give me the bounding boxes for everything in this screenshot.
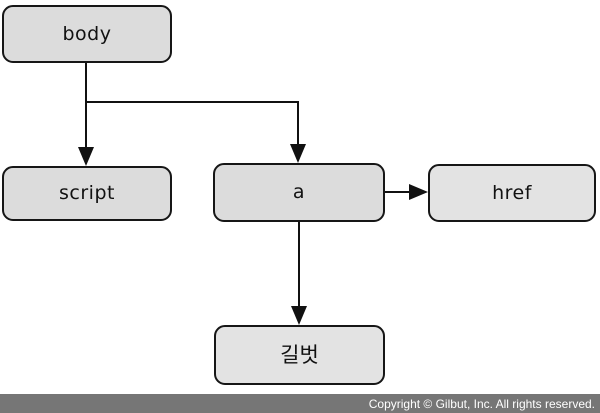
node-a[interactable]: a [213,163,385,222]
edge-body-to-a-line [297,101,299,145]
node-script-label: script [59,182,115,204]
node-gilbut[interactable]: 길벗 [214,325,385,385]
node-a-label: a [292,181,306,203]
node-script[interactable]: script [2,166,172,221]
edge-a-to-href-line [385,191,411,193]
node-body[interactable]: body [2,5,172,63]
node-href-label: href [492,181,532,204]
node-body-label: body [62,22,112,45]
edge-a-to-href-arrowhead [409,184,428,200]
footer-bar: Copyright © Gilbut, Inc. All rights rese… [0,394,600,413]
edge-body-to-script-arrowhead [78,147,94,166]
edge-body-branch-bar [85,101,299,103]
edge-body-stem [85,63,87,103]
edge-body-to-script-line [85,101,87,148]
copyright-text: Copyright © Gilbut, Inc. All rights rese… [368,396,595,411]
edge-a-to-gilbut-line [298,222,300,308]
node-gilbut-label: 길벗 [280,342,319,367]
node-href[interactable]: href [428,164,596,222]
edge-body-to-a-arrowhead [290,144,306,163]
edge-a-to-gilbut-arrowhead [291,306,307,325]
